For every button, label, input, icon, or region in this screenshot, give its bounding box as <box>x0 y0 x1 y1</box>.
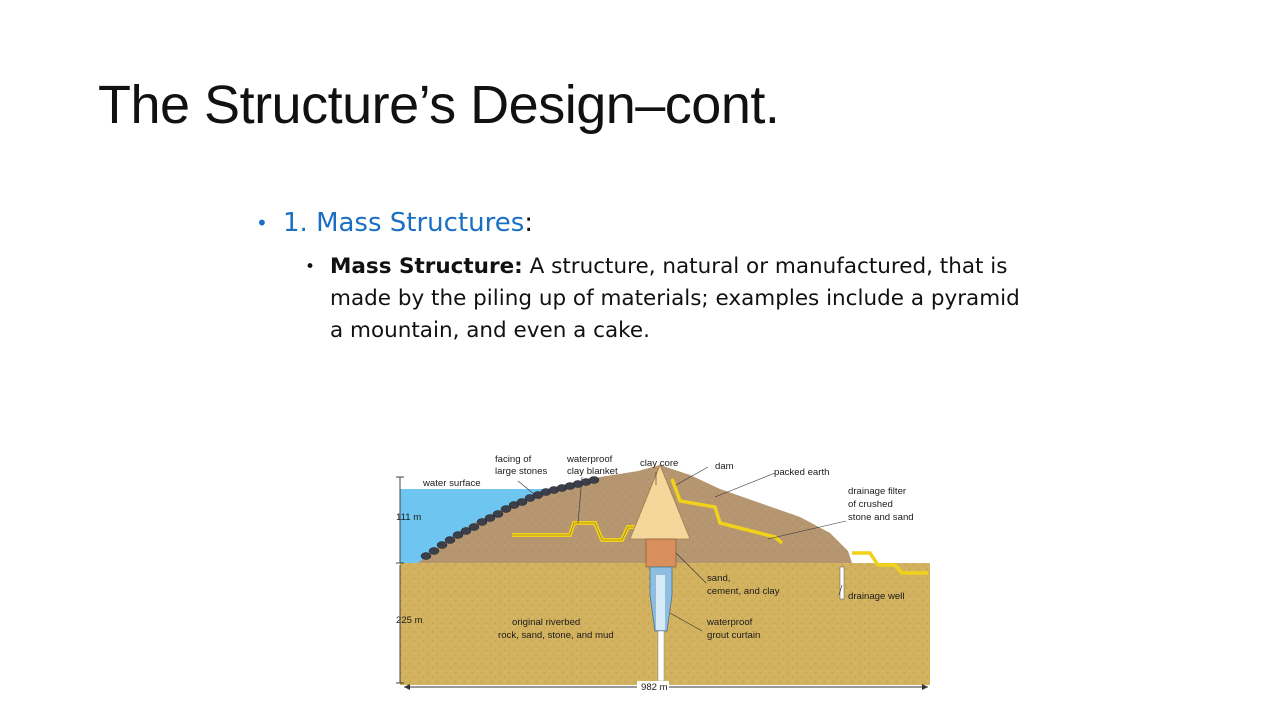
earth-dam-diagram: facing of large stones waterproof clay b… <box>396 454 930 693</box>
label-grout-2: grout curtain <box>707 630 760 641</box>
slide-title: The Structure’s Design–cont. <box>98 75 780 135</box>
label-packed-earth: packed earth <box>774 467 829 478</box>
label-width: 982 m <box>641 682 668 693</box>
drainage-well <box>839 566 845 600</box>
drainage-filter <box>670 478 784 545</box>
label-height-water: 111 m <box>396 512 421 523</box>
label-facing-2: large stones <box>495 466 547 477</box>
bullet-mass-structures: • 1. Mass Structures: <box>256 205 1056 241</box>
label-drainage-filter-3: stone and sand <box>848 512 914 523</box>
label-dam: dam <box>715 461 734 472</box>
definition-term: Mass Structure: <box>330 254 523 279</box>
bullet-heading-colon: : <box>524 208 534 238</box>
facing-stones <box>420 476 600 560</box>
label-sand-2: cement, and clay <box>707 586 780 597</box>
label-water-surface: water surface <box>422 478 481 489</box>
label-drainage-well: drainage well <box>848 591 905 602</box>
label-waterproof-1: waterproof <box>566 454 613 465</box>
label-riverbed-1: original riverbed <box>512 617 580 628</box>
definition-text: A structure, natural or manufactured, th… <box>330 254 1020 343</box>
label-riverbed-2: rock, sand, stone, and mud <box>498 630 614 641</box>
label-drainage-filter-1: drainage filter <box>848 486 907 497</box>
label-grout-1: waterproof <box>706 617 753 628</box>
label-drainage-filter-2: of crushed <box>848 499 893 510</box>
bullet-list: • 1. Mass Structures: • Mass Structure: A … <box>256 205 1056 347</box>
label-height-ground: 225 m <box>396 615 423 626</box>
bullet-dot-icon: • <box>256 211 268 235</box>
label-sand-1: sand, <box>707 573 730 584</box>
label-waterproof-2: clay blanket <box>567 466 618 477</box>
label-clay-core: clay core <box>640 458 678 469</box>
sand-cement-clay <box>645 538 677 568</box>
sub-bullet-dot-icon: • <box>305 257 316 277</box>
sub-bullet-definition: • Mass Structure: A structure, natural or… <box>305 251 1020 347</box>
bullet-heading: 1. Mass Structures <box>283 208 525 238</box>
label-facing-1: facing of <box>495 454 532 465</box>
